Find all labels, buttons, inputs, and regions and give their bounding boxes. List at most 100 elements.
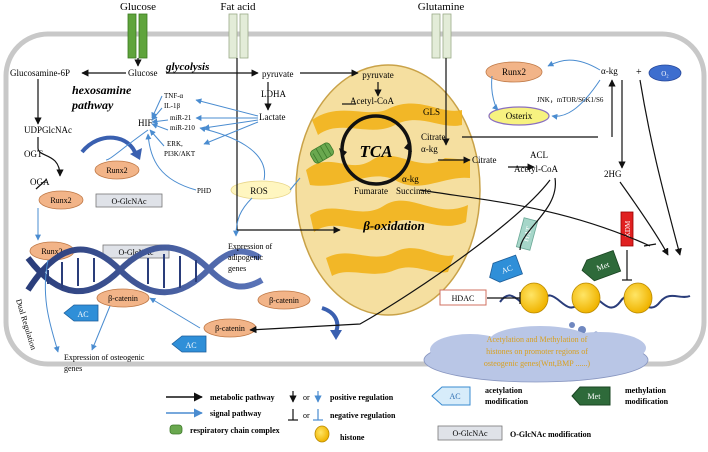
hexosamine-label-1: hexosamine [72,83,132,97]
met-tag [581,249,622,282]
phd-label: PHD [197,187,211,195]
mito-acetyl-coa: Acetyl-CoA [350,96,394,106]
runx2-dna-label: Runx2 [41,247,62,256]
beta-catenin-center-label: β-catenin [215,324,245,333]
legend-met-icon [571,386,611,406]
legend-met-label: Met [588,392,602,401]
o-glcnac-mid-label: O-GlcNAc [111,197,147,206]
legend-metabolic: metabolic pathway [210,393,275,402]
legend-histone-icon [314,425,330,443]
acl-label: ACL [530,150,548,160]
legend-respiratory-icon [169,424,183,435]
tnf-label: TNF-α [164,92,184,100]
lactate-label: Lactate [259,112,285,122]
succinate-label: Succinate [396,186,431,196]
oga-label: OGA [30,177,50,187]
legend-oglc-label: O-GlcNAc [452,429,488,438]
legend-negative: negative regulation [330,411,396,420]
beta-oxidation-label: β-oxidation [362,218,425,233]
jnk-label: JNK，mTOR/S6K1/S6 [537,96,604,104]
ros-node [230,180,292,200]
mir21-label: miR-21 [170,114,192,122]
beta-catenin-left-label: β-catenin [108,294,138,303]
legend-ac-icon [431,386,471,406]
ac-left-label: AC [77,310,88,319]
acetyl-coa-right: Acetyl-CoA [514,164,558,174]
ldha-label: LDHA [261,89,286,99]
o-glcnac-tag-mid [95,193,163,208]
fat-acid-transporter [228,13,249,59]
adipogenic-1: Expression of [228,242,273,251]
kdm-label: KDM [624,220,632,237]
mitochondrion [295,64,481,316]
hif-label: HIF [138,118,153,128]
osterix-label: Osterix [506,111,533,121]
osteogenic-expression-2: genes [64,364,82,373]
runx2-top-label: Runx2 [106,166,127,175]
ogt-label: OGT [24,149,43,159]
ac-tag-center [171,335,207,353]
legend-or-1: or [303,393,310,402]
mito-alpha-kg: α-kg [421,144,438,154]
legend-or-2: or [303,411,310,420]
glutamine-transporter [431,13,452,59]
ac-tag-right [489,254,523,283]
mito-citrate: Citrate [421,132,446,142]
ac-center-label: AC [185,341,196,350]
fumarate-label: Fumarate [354,186,388,196]
il1b-label: IL-1β [164,102,180,110]
legend-oglc-mod: O-GlcNAc modification [510,430,592,439]
o2-node [648,64,682,82]
plus-sign: + [636,67,642,78]
mir210-label: miR-210 [170,124,195,132]
erk-label: ERK, [167,140,183,148]
cloud-line-2: histones on promoter regions of [486,347,588,356]
beta-catenin-node-left [96,288,150,308]
tca-label: TCA [359,142,392,161]
mito-alpha-kg-2: α-kg [402,174,419,184]
legend-methylation-1: methylation [625,386,666,395]
ros-label: ROS [250,186,268,196]
ac-tag-left [63,304,99,322]
cloud-line-1: Acetylation and Methylation of [487,335,588,344]
legend-oglc-icon [437,425,503,441]
legend-methylation-2: modification [625,397,669,406]
beta-catenin-node-right [257,290,311,310]
hdac-box [439,289,487,306]
alpha-kg-right: α-kg [601,66,618,76]
dna-helix [25,244,264,296]
metabolic-arrows [34,58,682,334]
runx2-node-right [485,61,543,83]
o-glcnac-dna-label: O-GlcNAc [118,248,154,257]
hdac-label: HDAC [452,294,475,303]
hexosamine-label-2: pathway [71,98,114,112]
glucose-label: Glucose [128,68,158,78]
osterix-node [488,106,550,126]
osteogenic-expression-1: Expression of osteogenic [64,353,145,362]
mito-pyruvate: pyruvate [362,70,394,80]
met-label: Met [595,260,611,273]
legend-positive: positive regulation [330,393,394,402]
glucose-input-label: Glucose [120,1,156,13]
legend-signal: signal pathway [210,409,261,418]
respiratory-chain-complex [310,142,334,164]
runx2-node-top [94,160,140,180]
adipogenic-2: adipogenic [228,253,264,262]
legend-histone: histone [340,433,365,442]
chromatin [499,282,691,337]
pyruvate-label: pyruvate [262,69,294,79]
udpglcnac-label: UDPGlcNAc [24,125,72,135]
runx2-node-mid [38,190,84,210]
2hg-label: 2HG [604,169,622,179]
runx2-right-label: Runx2 [502,67,526,77]
o2-label: O₂ [661,70,669,78]
legend: metabolic pathway signal pathway respira… [166,386,669,443]
legend-acetylation-1: acetylation [485,386,523,395]
legend-ac-label: AC [449,392,460,401]
gls-label: GLS [423,107,440,117]
glucose-transporter [127,13,148,59]
signal-arrows [35,59,601,353]
citrate-right: Citrate [472,155,497,165]
legend-respiratory: respiratory chain complex [190,426,280,435]
